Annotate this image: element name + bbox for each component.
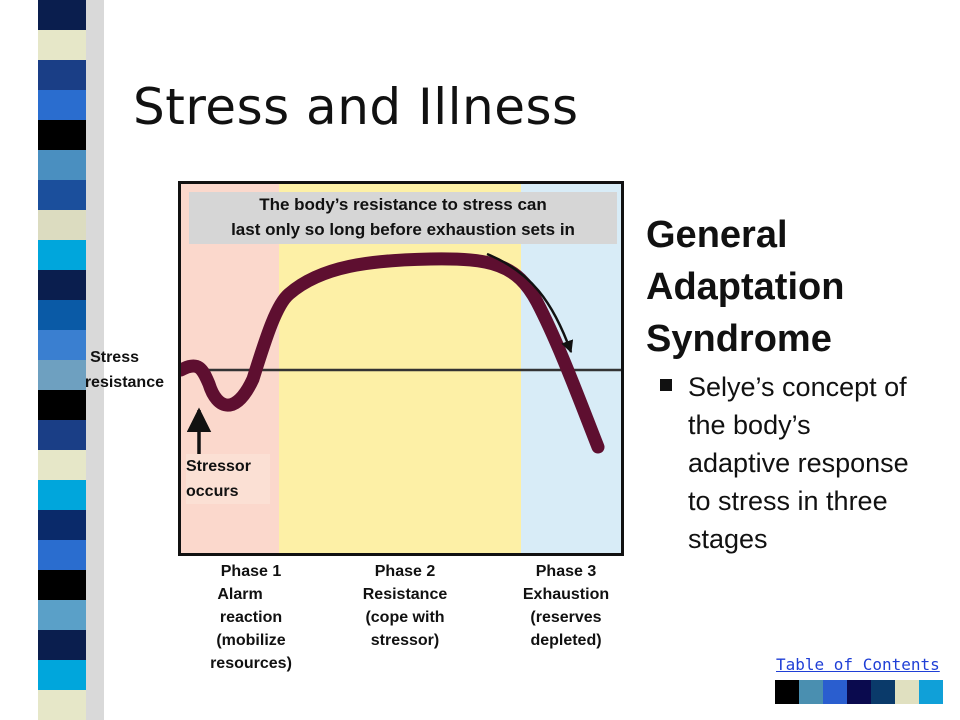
- stripe-block: [38, 660, 86, 691]
- stripe-block: [38, 180, 86, 211]
- y-axis-label: Stress resistance: [60, 345, 164, 399]
- stripe-block: [38, 360, 86, 391]
- phase-label-line: Phase 3: [535, 563, 597, 580]
- bullet-text: Selye’s concept of the body’s adaptive r…: [688, 368, 950, 558]
- color-swatch: [847, 680, 871, 704]
- color-swatch: [775, 680, 799, 704]
- color-swatch: [871, 680, 895, 704]
- bullet-item: Selye’s concept of the body’s adaptive r…: [660, 368, 950, 558]
- phase-label-line: reaction: [219, 609, 283, 626]
- heading-line: Syndrome: [646, 318, 832, 360]
- bullet-line: to stress in three: [688, 486, 888, 516]
- stripe-block: [38, 210, 86, 241]
- phase-label-line: (cope with: [365, 609, 445, 626]
- bullet-line: stages: [688, 524, 768, 554]
- stripe-block: [38, 240, 86, 271]
- bullet-line: Selye’s concept of: [688, 372, 907, 402]
- stripe-block: [38, 150, 86, 181]
- stripe-block: [38, 30, 86, 61]
- stripe-block: [38, 690, 86, 720]
- heading-line: General: [646, 214, 788, 256]
- stripe-block: [38, 570, 86, 601]
- square-bullet-icon: [660, 379, 672, 391]
- phase-label-line: Alarm: [217, 586, 263, 603]
- phase-label-line: Resistance: [362, 586, 448, 603]
- stripe-block: [38, 600, 86, 631]
- callout-line: The body’s resistance to stress can: [259, 195, 547, 214]
- section-heading: General Adaptation Syndrome: [646, 209, 844, 365]
- stripe-block: [38, 510, 86, 541]
- color-swatch: [895, 680, 919, 704]
- color-swatch-bar: [775, 680, 943, 704]
- phase-label-line: stressor): [370, 632, 440, 649]
- y-axis-label-line: Stress: [90, 349, 139, 366]
- slide-title: Stress and Illness: [133, 78, 579, 136]
- resistance-curve: [181, 252, 605, 454]
- phase-label-line: Phase 2: [374, 563, 436, 580]
- stripe-block: [38, 0, 86, 31]
- stripe-block: [38, 630, 86, 661]
- phase-1-label: Phase 1 Alarm reaction (mobilize resourc…: [188, 560, 314, 675]
- callout-line: last only so long before exhaustion sets…: [231, 220, 575, 239]
- bullet-line: the body’s: [688, 410, 811, 440]
- phase-2-label: Phase 2 Resistance (cope with stressor): [340, 560, 470, 652]
- phase-label-line: resources): [210, 655, 292, 672]
- stripe-block: [38, 90, 86, 121]
- stripe-block: [38, 270, 86, 301]
- y-axis-label-line: resistance: [84, 374, 164, 391]
- stripe-block: [38, 390, 86, 421]
- stripe-block: [38, 60, 86, 91]
- table-of-contents-link[interactable]: Table of Contents: [776, 655, 940, 674]
- color-swatch: [919, 680, 943, 704]
- stressor-line: Stressor: [186, 458, 251, 475]
- phase-label-line: (mobilize: [216, 632, 286, 649]
- phase-2-region: [279, 184, 521, 553]
- phase-label-line: Phase 1: [220, 563, 282, 580]
- phase-label-line: Exhaustion: [522, 586, 610, 603]
- stripe-block: [38, 480, 86, 511]
- resistance-curve-plot: [181, 252, 621, 454]
- stripe-block: [38, 120, 86, 151]
- color-swatch: [823, 680, 847, 704]
- stressor-label: Stressor occurs: [186, 454, 270, 504]
- heading-line: Adaptation: [646, 266, 845, 308]
- phase-label-line: depleted): [530, 632, 602, 649]
- stripe-block: [38, 420, 86, 451]
- stripe-block: [38, 300, 86, 331]
- color-swatch: [799, 680, 823, 704]
- stripe-shadow: [86, 0, 104, 720]
- decorative-stripe: [38, 0, 104, 720]
- phase-3-label: Phase 3 Exhaustion (reserves depleted): [504, 560, 628, 652]
- stripe-block: [38, 330, 86, 361]
- stressor-line: occurs: [186, 483, 239, 500]
- callout-box: The body’s resistance to stress can last…: [189, 192, 617, 244]
- stripe-block: [38, 540, 86, 571]
- bullet-line: adaptive response: [688, 448, 909, 478]
- phase-label-line: (reserves: [530, 609, 602, 626]
- stripe-block: [38, 450, 86, 481]
- exhaustion-arrow: [486, 252, 574, 354]
